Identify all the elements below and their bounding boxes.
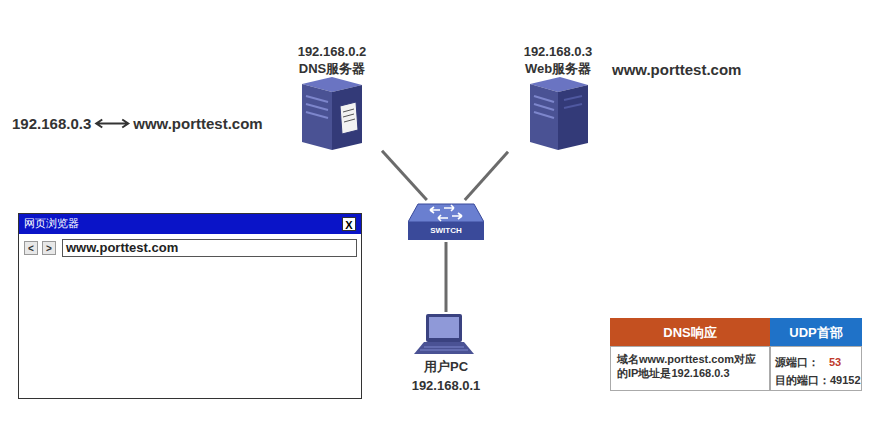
back-icon: < bbox=[25, 242, 37, 255]
url-text: www.porttest.com bbox=[66, 240, 178, 256]
body-cell: 源端口： 53 目的端口：49152 bbox=[770, 346, 862, 391]
window-title: 网页浏览器 bbox=[24, 216, 79, 230]
network-switch-icon bbox=[408, 200, 484, 242]
domain-name: www.porttest.com bbox=[612, 61, 741, 78]
ip-address: 192.168.0.3 bbox=[508, 44, 608, 60]
response-text: 域名www.porttest.com对应的IP地址是192.168.0.3 bbox=[617, 352, 763, 380]
network-cable bbox=[465, 152, 508, 200]
header-cell: DNS响应 bbox=[610, 318, 770, 346]
user-pc: 用户PC 192.168.0.1 bbox=[398, 312, 494, 400]
network-switch: SWITCH bbox=[408, 200, 484, 242]
dns-server: 192.168.0.2DNS服务器 bbox=[282, 40, 382, 152]
device-name: Web服务器 bbox=[508, 61, 608, 77]
ip-address: 192.168.0.1 bbox=[398, 378, 494, 394]
network-cable bbox=[445, 242, 448, 312]
mapping-arrow bbox=[96, 120, 128, 128]
address-bar: www.porttest.com bbox=[62, 239, 357, 257]
web-server: 192.168.0.3Web服务器 bbox=[508, 40, 608, 152]
browser-window: 网页浏览器 X < > www.porttest.com bbox=[18, 213, 362, 399]
close-icon: X bbox=[343, 218, 355, 232]
ip-address: 192.168.0.2 bbox=[282, 44, 382, 60]
port-label: 源端口： bbox=[775, 355, 819, 369]
port-number: 53 bbox=[829, 355, 841, 369]
header-text: UDP首部 bbox=[771, 325, 861, 341]
forward-icon: > bbox=[43, 242, 55, 255]
body-cell: 域名www.porttest.com对应的IP地址是192.168.0.3 bbox=[610, 346, 770, 391]
forward-button: > bbox=[42, 241, 56, 255]
switch-label: SWITCH bbox=[408, 225, 484, 236]
header-text: DNS响应 bbox=[611, 325, 769, 341]
port-label: 目的端口：49152 bbox=[775, 373, 861, 387]
domain-name: www.porttest.com bbox=[133, 115, 262, 132]
device-name: DNS服务器 bbox=[282, 61, 382, 77]
ip-address: 192.168.0.3 bbox=[12, 115, 91, 132]
network-cable bbox=[382, 151, 427, 200]
back-button: < bbox=[24, 241, 38, 255]
device-name: 用户PC bbox=[398, 359, 494, 375]
header-cell: UDP首部 bbox=[770, 318, 862, 346]
close-button: X bbox=[342, 217, 356, 231]
